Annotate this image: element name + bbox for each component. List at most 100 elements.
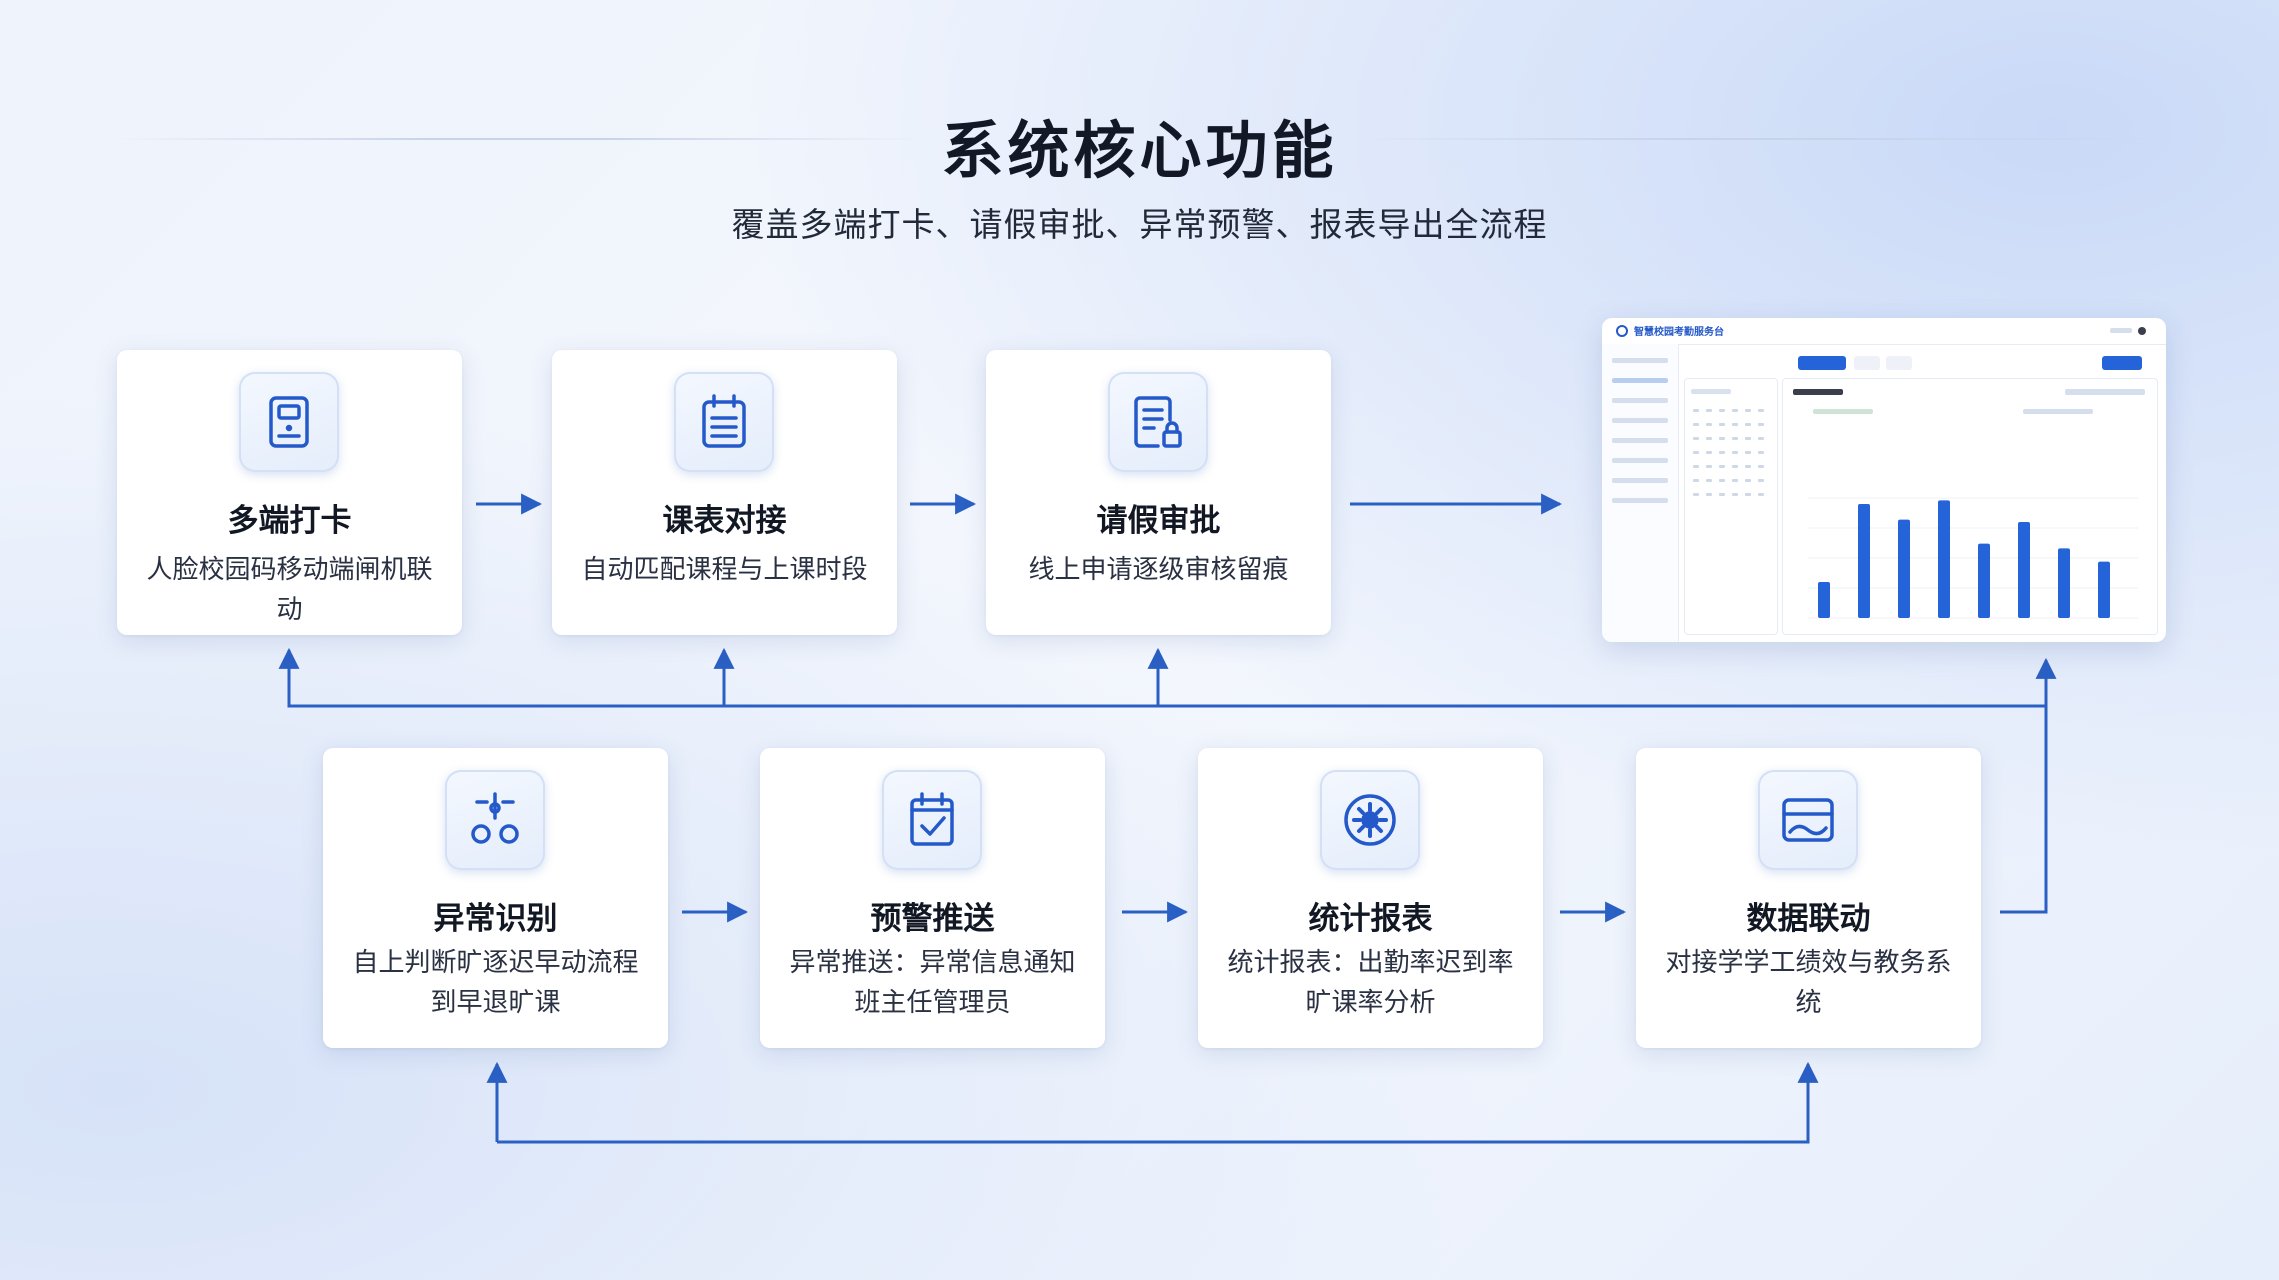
calendar-cell [1745,493,1751,496]
inbox-wave-icon [1758,770,1858,870]
card-stat-report[interactable]: 统计报表 统计报表：出勤率迟到率旷课率分析 [1198,748,1543,1048]
calendar-cell [1706,465,1712,468]
chart-bar [2058,548,2070,618]
calendar-cell [1693,423,1699,426]
calendar-cell [1693,493,1699,496]
page-subtitle: 覆盖多端打卡、请假审批、异常预警、报表导出全流程 [731,205,1548,244]
sliders-circles-icon [445,770,545,870]
calendar-cell [1706,423,1712,426]
dashboard-preview: 智慧校园考勤服务台 [1602,318,2166,642]
dashboard-action [2102,356,2142,370]
chart-bar [2018,522,2030,618]
calendar-grid [1691,389,1764,496]
id-card-icon [239,372,339,472]
calendar-cell [1732,493,1738,496]
card-title: 请假审批 [1096,503,1221,539]
calendar-cell [1732,423,1738,426]
calendar-cell [1706,437,1712,440]
sidebar-item [1612,398,1668,403]
calendar-cell [1719,465,1725,468]
calendar-cell [1758,437,1764,440]
calendar-cell [1745,479,1751,482]
calendar-cell [1732,465,1738,468]
dashboard-topbar: 智慧校园考勤服务台 [1602,318,2166,345]
legend-item [2023,409,2093,414]
chart-bar [1938,500,1950,618]
dashboard-tab [1886,356,1912,370]
chart-bar [1978,543,1990,618]
card-data-link[interactable]: 数据联动 对接学学工绩效与教务系统 [1636,748,1981,1048]
card-desc: 线上申请逐级审核留痕 [1028,555,1289,585]
calendar-cell [1732,451,1738,454]
calendar-cell [1719,479,1725,482]
calendar-cell [1706,493,1712,496]
calendar-cell [1758,493,1764,496]
sidebar-item [1612,498,1668,503]
calendar-cell [1693,437,1699,440]
calendar-cell [1732,437,1738,440]
clipboard-check-icon [882,770,982,870]
calendar-list-icon [674,372,774,472]
calendar-cell [1758,451,1764,454]
chart-bar [1898,519,1910,618]
title-rule-left [110,138,925,140]
card-title: 课表对接 [662,503,787,539]
panel-filter [2065,389,2145,395]
calendar-cell [1745,409,1751,412]
card-title: 数据联动 [1746,901,1871,937]
dashboard-calendar [1684,378,1778,635]
card-title: 预警推送 [870,901,995,937]
loop-bottom-line [497,1061,1819,1144]
sidebar-item [1612,478,1668,483]
card-schedule-sync[interactable]: 课表对接 自动匹配课程与上课时段 [552,350,897,635]
calendar-cell [1693,409,1699,412]
bus-middle [287,656,2057,708]
calendar-cell [1719,409,1725,412]
calendar-cell [1719,451,1725,454]
calendar-cell [1693,465,1699,468]
card-desc: 人脸校园码移动端闸机联动 [146,555,433,625]
card-title: 统计报表 [1308,901,1433,937]
calendar-cell [1745,465,1751,468]
chart-bar [1818,582,1830,618]
calendar-cell [1706,409,1712,412]
page-title: 系统核心功能 [941,114,1338,187]
dashboard-tab-active [1798,356,1846,370]
calendar-cell [1706,479,1712,482]
sidebar-item [1612,418,1668,423]
panel-heading [1793,389,1843,395]
card-desc: 异常推送：异常信息通知班主任管理员 [789,948,1076,1018]
gear-circle-icon [1320,770,1420,870]
card-anomaly-detect[interactable]: 异常识别 自上判断旷逐迟早动流程到早退旷课 [323,748,668,1048]
chart-bar [2098,561,2110,618]
calendar-cell [1693,451,1699,454]
chart-bar [1858,504,1870,618]
dashboard-tab [1854,356,1880,370]
calendar-cell [1745,437,1751,440]
document-lock-icon [1108,372,1208,472]
avatar [2138,327,2146,335]
riser-right [2000,706,2048,914]
calendar-cell [1758,479,1764,482]
calendar-cell [1758,465,1764,468]
dashboard-chart-panel [1782,378,2158,635]
calendar-cell [1732,409,1738,412]
calendar-cell [1745,423,1751,426]
sidebar-item [1612,438,1668,443]
card-title: 异常识别 [433,901,558,937]
card-alert-push[interactable]: 预警推送 异常推送：异常信息通知班主任管理员 [760,748,1105,1048]
dashboard-name: 智慧校园考勤服务台 [1634,327,1724,338]
dashboard-bar-chart [1808,497,2138,619]
legend-item [1813,409,1873,414]
calendar-cell [1758,423,1764,426]
calendar-cell [1732,479,1738,482]
calendar-cell [1706,451,1712,454]
title-rule-right [1352,138,2172,140]
card-title: 多端打卡 [227,503,352,539]
logo-icon [1616,325,1628,337]
card-desc: 自动匹配课程与上课时段 [581,555,868,585]
sidebar-item [1612,378,1668,383]
calendar-cell [1719,423,1725,426]
card-multi-checkin[interactable]: 多端打卡 人脸校园码移动端闸机联动 [117,350,462,635]
card-leave-approval[interactable]: 请假审批 线上申请逐级审核留痕 [986,350,1331,635]
